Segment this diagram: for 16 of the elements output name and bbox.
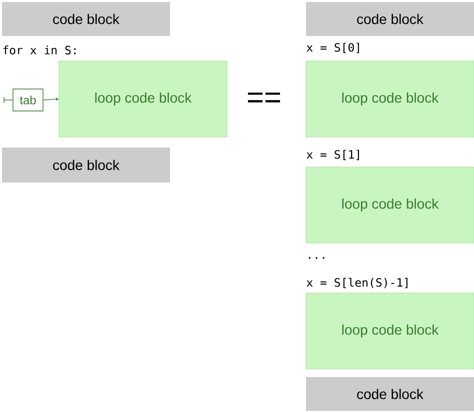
code-block: code block — [2, 148, 170, 182]
tab-box: tab — [12, 88, 44, 112]
loop-code-block: loop code block — [306, 166, 474, 244]
equals-sign: == — [248, 92, 280, 102]
code-block: code block — [2, 2, 170, 36]
loop-code-block: loop code block — [306, 292, 474, 370]
arrow — [42, 98, 59, 101]
code-line: x = S[len(S)-1] — [306, 278, 408, 288]
code-line: x = S[0] — [306, 42, 359, 54]
loop-code-block: loop code block — [306, 60, 474, 138]
code-line: for x in S: — [3, 46, 76, 54]
code-line: ... — [308, 257, 324, 259]
code-block: code block — [306, 2, 474, 36]
loop-code-block: loop code block — [58, 60, 228, 138]
code-line: x = S[1] — [306, 150, 359, 160]
code-block: code block — [306, 377, 474, 411]
